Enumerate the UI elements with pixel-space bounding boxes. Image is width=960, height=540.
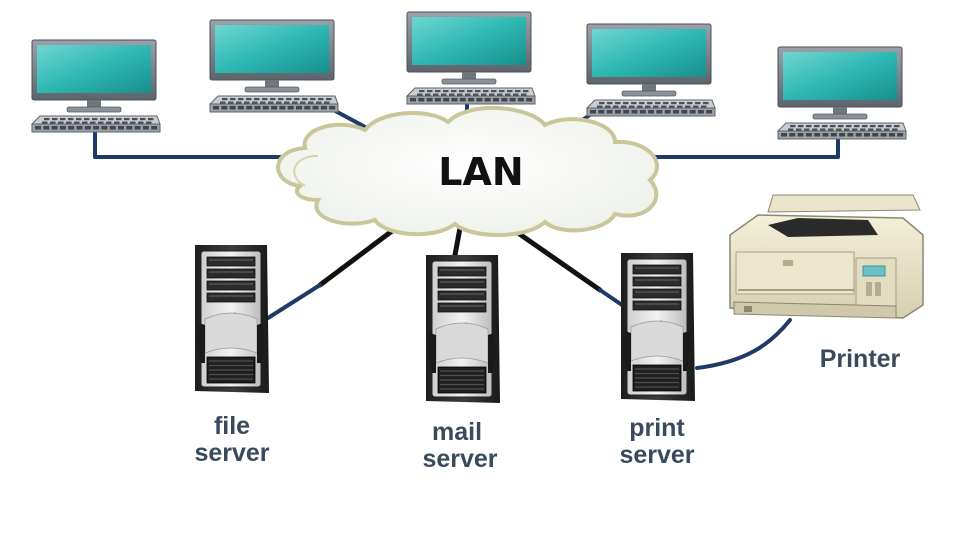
cable-workstation-1	[93, 132, 300, 159]
mail-server-label-line2: server	[422, 445, 497, 473]
server-tower-3-icon	[621, 253, 695, 401]
file-server-label-line2: server	[194, 439, 269, 467]
workstation-5	[776, 46, 907, 140]
cable-file-server-tail	[266, 283, 322, 320]
file-server-label-line1: file	[214, 412, 250, 440]
server-cables	[266, 222, 792, 370]
print-server-label-line1: print	[629, 414, 685, 442]
server-tower-2-icon	[426, 255, 500, 403]
cable-print-server-tail	[598, 288, 624, 307]
print-server-label-line2: server	[619, 441, 694, 469]
monitor-icon	[777, 46, 903, 120]
cable-mail-server	[452, 225, 463, 258]
workstation-4	[585, 23, 716, 117]
keyboard-icon	[585, 99, 716, 117]
workstation-3	[405, 11, 536, 105]
printer-label: Printer	[820, 345, 901, 373]
keyboard-icon	[208, 95, 339, 113]
keyboard-icon	[30, 115, 161, 133]
lan-cloud	[276, 105, 659, 237]
servers	[195, 245, 695, 403]
workstation-1	[30, 39, 161, 133]
keyboard-icon	[405, 87, 536, 105]
monitor-icon	[586, 23, 712, 97]
printer-icon	[729, 194, 924, 319]
workstations	[30, 11, 907, 140]
keyboard-icon	[776, 122, 907, 140]
cable-print-server	[505, 223, 603, 293]
lan-label: LAN	[438, 150, 523, 194]
monitor-icon	[31, 39, 157, 113]
mail-server-label-line1: mail	[432, 418, 482, 446]
monitor-icon	[406, 11, 532, 85]
cable-printer	[695, 318, 792, 370]
cable-file-server	[317, 222, 403, 288]
monitor-icon	[209, 19, 335, 93]
workstation-2	[208, 19, 339, 113]
server-tower-1-icon	[195, 245, 269, 393]
cable-workstation-5	[630, 138, 840, 159]
server-labels: file server mail server print server Pri…	[194, 345, 900, 473]
